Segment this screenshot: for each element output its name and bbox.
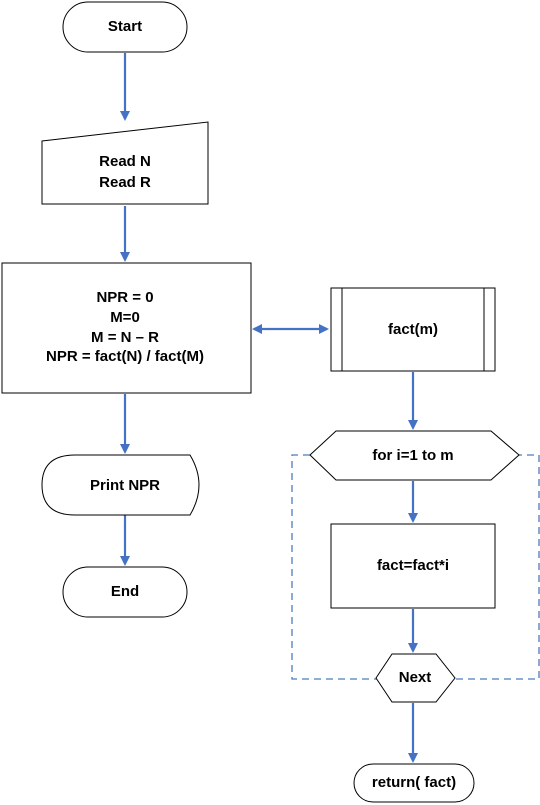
read-n-label: Read N (99, 153, 151, 170)
process-line-2: M=0 (110, 309, 140, 326)
end-label: End (111, 583, 139, 600)
print-node: Print NPR (41, 454, 200, 516)
fact-label: fact(m) (388, 321, 438, 338)
start-node: Start (62, 1, 188, 53)
loop-body-node: fact=fact*i (330, 523, 496, 609)
read-r-label: Read R (99, 174, 151, 191)
read-input-node: Read N Read R (41, 121, 209, 205)
process-line-3: M = N – R (91, 329, 159, 346)
loop-boundary (291, 454, 540, 680)
process-node: NPR = 0 M=0 M = N – R NPR = fact(N) / fa… (1, 262, 252, 394)
loop-label: for i=1 to m (372, 447, 453, 464)
process-line-1: NPR = 0 (96, 289, 153, 306)
start-label: Start (108, 18, 142, 35)
connectors (120, 53, 418, 763)
next-label: Next (399, 669, 432, 686)
loop-body-label: fact=fact*i (377, 557, 449, 574)
loop-next-node: Next (375, 653, 456, 703)
loop-start-node: for i=1 to m (309, 430, 520, 481)
return-node: return( fact) (353, 763, 475, 803)
fact-subroutine-node: fact(m) (330, 287, 496, 372)
print-label: Print NPR (90, 477, 160, 494)
process-line-4: NPR = fact(N) / fact(M) (46, 348, 204, 365)
return-label: return( fact) (372, 774, 456, 791)
end-node: End (62, 566, 188, 618)
